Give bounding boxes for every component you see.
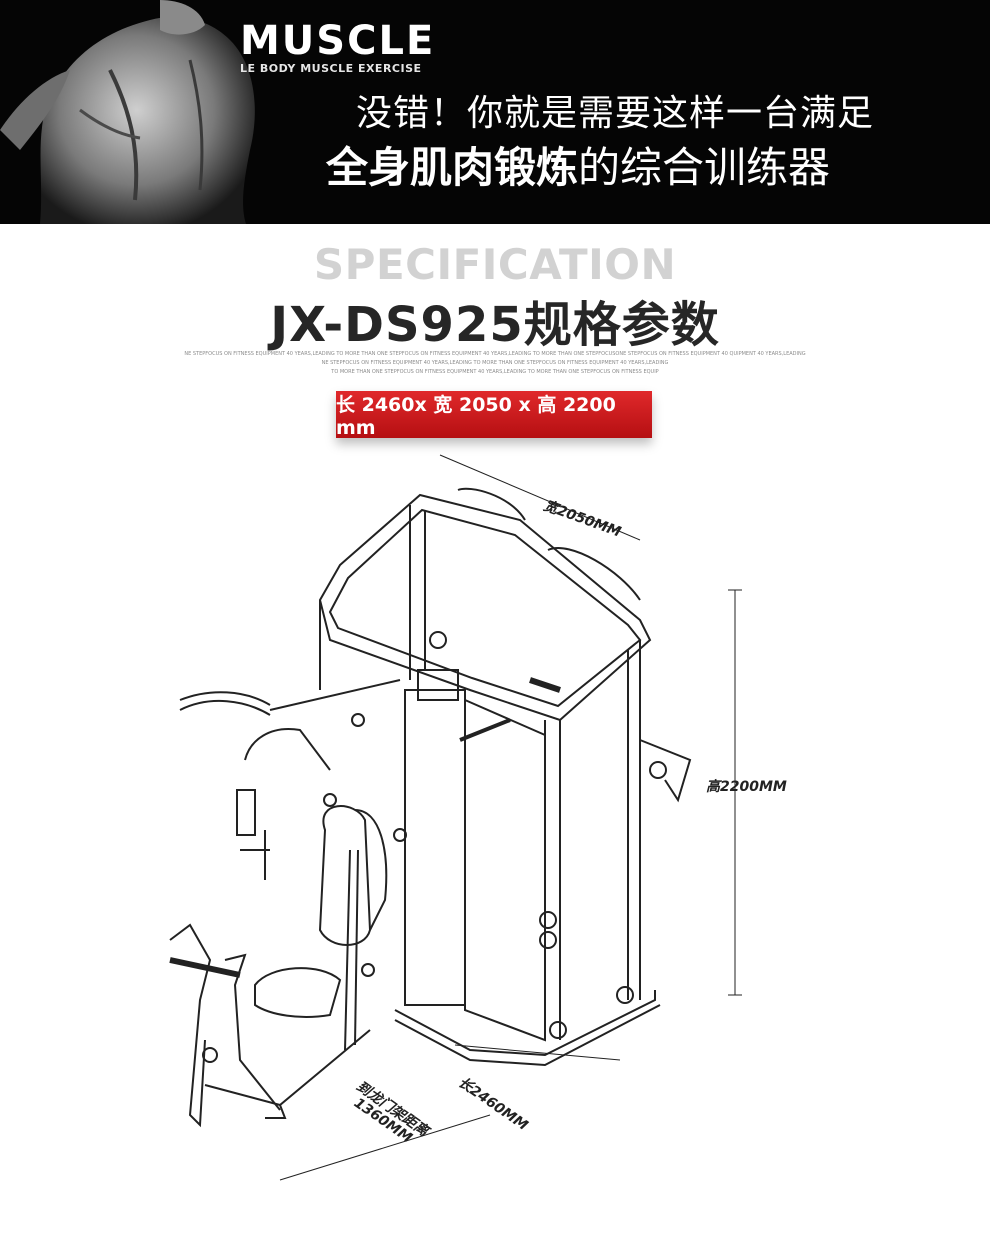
headline-line-1: 没错！你就是需要这样一台满足 xyxy=(356,93,875,134)
top-banner: MUSCLE LE BODY MUSCLE EXERCISE 没错！你就是需要这… xyxy=(0,0,990,224)
muscle-subtitle: LE BODY MUSCLE EXERCISE xyxy=(240,62,422,75)
fine-print-line-2: NE STEPFOCUS ON FITNESS EQUIPMENT 40 YEA… xyxy=(321,360,669,366)
headline-line-2: 全身肌肉锻炼的综合训练器 xyxy=(326,134,830,195)
height-dimension-label: 高2200MM xyxy=(706,779,787,795)
muscle-title: MUSCLE xyxy=(240,18,436,64)
headline-bold: 全身肌肉锻炼 xyxy=(326,143,579,192)
fine-print-line-1: NE STEPFOCUS ON FITNESS EQUIPMENT 40 YEA… xyxy=(184,351,806,357)
gym-machine-drawing xyxy=(169,454,742,1181)
specification-heading: SPECIFICATION xyxy=(313,240,677,289)
headline-rest: 的综合训练器 xyxy=(578,143,831,192)
fine-print-line-3: TO MORE THAN ONE STEPFOCUS ON FITNESS EQ… xyxy=(331,369,659,375)
muscle-man-photo xyxy=(0,0,255,224)
model-spec-title: JX-DS925规格参数 xyxy=(270,297,720,353)
size-tag: 长 2460x 宽 2050 x 高 2200 mm xyxy=(336,391,652,439)
